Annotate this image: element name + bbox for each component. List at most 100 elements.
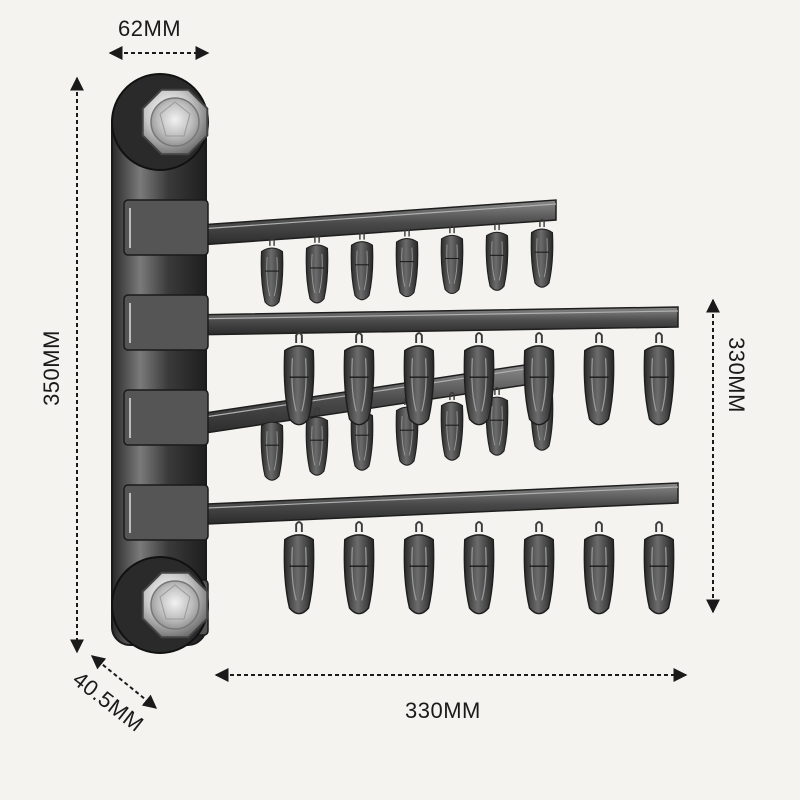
clip-body: [305, 416, 329, 476]
clip-hook: [415, 521, 423, 532]
clip-hook: [269, 237, 275, 246]
crystal-cap: [150, 97, 200, 147]
clothes-clip: [395, 228, 419, 298]
clip-hook: [404, 228, 410, 237]
clip-highlight: [446, 411, 458, 451]
clothes-clip: [403, 521, 435, 615]
clip-highlight: [311, 426, 323, 466]
clip-body: [350, 241, 374, 301]
clothes-clip: [440, 225, 464, 295]
clothes-clip: [403, 332, 435, 426]
hinge-knuckle: [123, 199, 209, 256]
clip-body: [283, 345, 315, 426]
clip-body: [643, 345, 675, 426]
clothes-clip: [343, 332, 375, 426]
dimension-label-total-height: 350MM: [39, 330, 64, 406]
clothes-clip: [350, 231, 374, 301]
clip-highlight: [651, 547, 667, 601]
arm-upper-front: [184, 306, 679, 426]
clip-hook: [355, 332, 363, 343]
clip-highlight: [411, 358, 427, 412]
arm-highlight: [184, 486, 679, 510]
clothes-clip: [643, 332, 675, 426]
clip-hook: [449, 225, 455, 234]
arm-top-back: [184, 199, 557, 307]
crystal-cap: [150, 580, 200, 630]
clip-body: [463, 345, 495, 426]
clip-body: [260, 247, 284, 307]
arm-bar: [184, 306, 679, 336]
clothes-clip: [523, 332, 555, 426]
clothes-clip: [583, 332, 615, 426]
clip-hook: [494, 222, 500, 231]
clip-body: [440, 401, 464, 461]
clothes-clip: [305, 234, 329, 304]
clip-highlight: [411, 547, 427, 601]
clip-hook: [295, 521, 303, 532]
clip-highlight: [291, 358, 307, 412]
arm-highlight: [184, 203, 557, 231]
clip-hook: [655, 332, 663, 343]
clothes-clip: [260, 237, 284, 307]
dimension-label-arm-height: 330MM: [724, 337, 749, 413]
clothes-clip: [283, 521, 315, 615]
hinge-knuckle: [123, 484, 209, 541]
clothes-clip: [643, 521, 675, 615]
clip-hook: [535, 332, 543, 343]
crystal-facets: [159, 101, 191, 137]
clip-hook: [295, 332, 303, 343]
clip-body: [403, 534, 435, 615]
clip-highlight: [291, 547, 307, 601]
clothes-clip: [440, 391, 464, 461]
clip-hook: [595, 332, 603, 343]
clip-body: [343, 345, 375, 426]
clip-hook: [595, 521, 603, 532]
clothes-clip: [485, 222, 509, 291]
clip-highlight: [356, 250, 368, 291]
clip-body: [403, 345, 435, 426]
clip-hook: [539, 218, 545, 227]
clothes-clip: [523, 521, 555, 615]
clip-highlight: [651, 358, 667, 412]
clothes-clip: [305, 406, 329, 476]
clip-body: [305, 244, 329, 304]
clothes-clip: [463, 521, 495, 615]
clip-body: [583, 534, 615, 615]
clip-body: [283, 534, 315, 615]
clip-hook: [269, 411, 275, 420]
clip-body: [343, 534, 375, 615]
clip-highlight: [491, 406, 503, 446]
clip-highlight: [531, 358, 547, 412]
clothes-clip: [343, 521, 375, 615]
clip-hook: [449, 391, 455, 400]
clip-highlight: [266, 257, 278, 297]
clip-highlight: [491, 241, 503, 281]
clip-highlight: [591, 547, 607, 601]
clip-body: [440, 234, 464, 295]
clip-highlight: [266, 431, 278, 471]
clip-highlight: [446, 244, 458, 284]
clothes-clip: [463, 332, 495, 426]
top-wall-mount: [111, 73, 209, 171]
clip-body: [395, 238, 419, 298]
clip-highlight: [351, 547, 367, 601]
clothes-clip: [485, 386, 509, 456]
hinge-knuckle: [123, 294, 209, 351]
clip-highlight: [401, 247, 413, 287]
clip-highlight: [531, 547, 547, 601]
bottom-wall-mount: [111, 556, 209, 654]
clip-highlight: [311, 253, 323, 294]
clip-hook: [535, 521, 543, 532]
clothes-clip: [530, 218, 554, 288]
clip-hook: [475, 521, 483, 532]
clothes-clip: [583, 521, 615, 615]
arm-lower-front: [184, 482, 679, 615]
clip-highlight: [536, 238, 548, 278]
arm-highlight: [184, 310, 679, 320]
clip-body: [523, 345, 555, 426]
clip-highlight: [351, 358, 367, 412]
clip-body: [523, 534, 555, 615]
clip-hook: [655, 521, 663, 532]
clip-body: [583, 345, 615, 426]
